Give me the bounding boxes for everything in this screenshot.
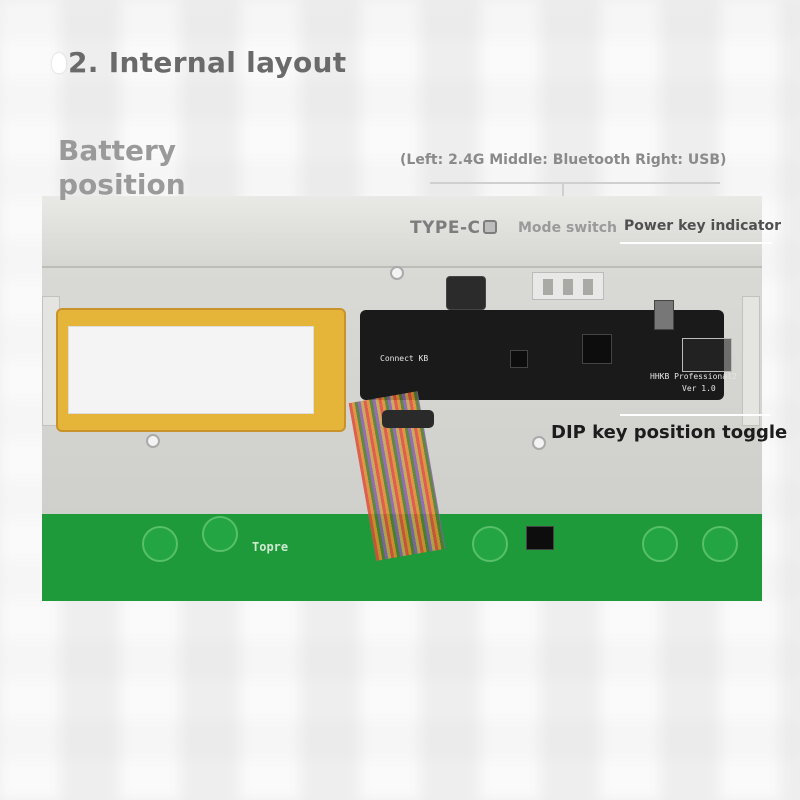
screw-hole: [532, 436, 546, 450]
battery-pack: [56, 308, 346, 432]
cable-connector: [382, 410, 434, 428]
screw-hole: [390, 266, 404, 280]
power-indicator-underline: [620, 242, 772, 244]
switch-pin: [563, 279, 573, 295]
mode-switch-label: Mode switch: [518, 220, 617, 236]
case-top-edge: [42, 196, 762, 268]
mode-note-underline: [430, 182, 720, 184]
pcb-connect-text: Connect KB: [380, 354, 429, 363]
battery-position-label: Battery position: [58, 134, 186, 201]
power-indicator-label: Power key indicator: [624, 218, 782, 234]
usb-c-port: [446, 276, 486, 310]
battery-sticker: [68, 326, 314, 414]
mcu-chip: [582, 334, 612, 364]
mode-slide-switch: [532, 272, 604, 300]
heading-text: 2. Internal layout: [68, 46, 347, 79]
heading-bullet-icon: [52, 52, 66, 73]
right-rib: [742, 296, 760, 426]
pcb-model-text: HHKB Professional2: [650, 372, 737, 381]
ic-chip: [510, 350, 528, 368]
dip-toggle-line: [620, 414, 770, 416]
key-pad: [142, 526, 178, 562]
dip-toggle-label: DIP key position toggle: [551, 422, 788, 443]
screw-hole: [146, 434, 160, 448]
dip-switch-block: [682, 338, 732, 372]
key-pad: [472, 526, 508, 562]
page-heading: 2. Internal layout: [52, 46, 346, 79]
type-c-port-icon: [482, 220, 497, 234]
board-brand-text: Topre: [252, 540, 289, 554]
internal-photo: Connect KB HHKB Professional2 Ver 1.0 To…: [42, 196, 762, 601]
key-pad: [642, 526, 678, 562]
key-pad: [202, 516, 238, 552]
type-c-label: TYPE-C: [410, 218, 497, 238]
power-led: [654, 300, 674, 330]
switch-pin: [543, 279, 553, 295]
pcb-version-text: Ver 1.0: [682, 384, 716, 393]
mode-note: (Left: 2.4G Middle: Bluetooth Right: USB…: [400, 152, 727, 168]
switch-pin: [583, 279, 593, 295]
board-chip: [526, 526, 554, 550]
key-pad: [702, 526, 738, 562]
